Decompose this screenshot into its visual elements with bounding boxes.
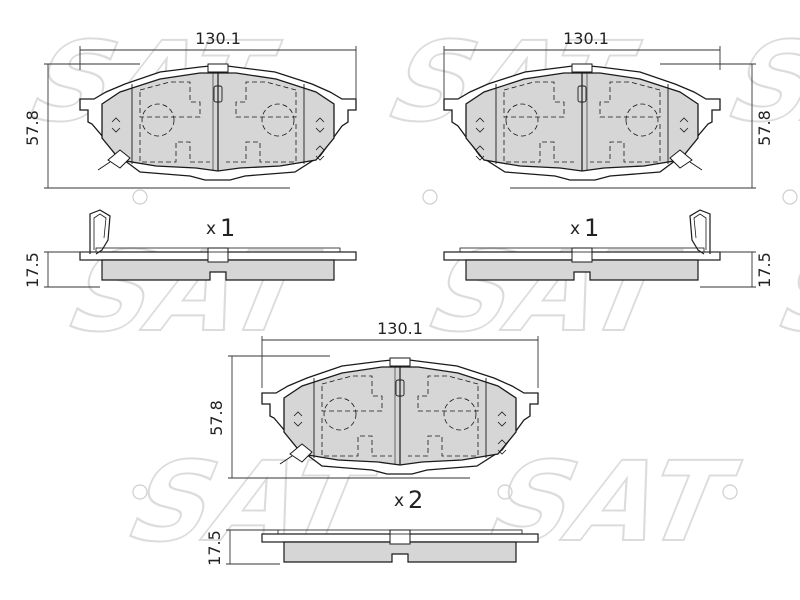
center-pad-side-view xyxy=(261,529,539,563)
left-pad-face-view xyxy=(79,63,357,181)
svg-text:x: x xyxy=(394,491,404,511)
left-pad-quantity: x 1 xyxy=(206,214,235,242)
svg-text:x: x xyxy=(206,219,216,239)
center-pad-quantity: x 2 xyxy=(394,486,423,514)
right-pad-thickness-label: 17.5 xyxy=(755,252,774,288)
right-pad-height-label: 57.8 xyxy=(755,110,774,146)
center-pad-thickness-dimension xyxy=(226,529,280,565)
svg-text:2: 2 xyxy=(408,486,423,514)
right-pad-quantity: x 1 xyxy=(570,214,599,242)
right-pad-side-view xyxy=(443,209,721,281)
left-pad-thickness-dimension xyxy=(44,251,100,288)
left-pad-thickness-label: 17.5 xyxy=(23,252,42,288)
center-pad-face-view xyxy=(261,357,539,475)
right-pad-thickness-dimension xyxy=(700,251,756,288)
center-pad-height-dimension xyxy=(228,355,470,479)
right-pad-width-label: 130.1 xyxy=(563,29,609,48)
svg-text:x: x xyxy=(570,219,580,239)
left-pad-side-view xyxy=(79,209,357,281)
center-pad-thickness-label: 17.5 xyxy=(205,530,224,566)
right-pad-height-dimension xyxy=(510,63,756,189)
left-pad-height-dimension xyxy=(44,63,290,189)
center-pad-height-label: 57.8 xyxy=(207,400,226,436)
left-pad-height-label: 57.8 xyxy=(23,110,42,146)
left-pad-width-dimension xyxy=(79,46,357,100)
svg-text:1: 1 xyxy=(220,214,235,242)
center-pad-width-dimension xyxy=(261,336,539,388)
right-pad-width-dimension xyxy=(443,46,721,100)
center-pad-width-label: 130.1 xyxy=(377,319,423,338)
left-pad-width-label: 130.1 xyxy=(195,29,241,48)
right-pad-face-view xyxy=(443,63,721,181)
svg-text:1: 1 xyxy=(584,214,599,242)
